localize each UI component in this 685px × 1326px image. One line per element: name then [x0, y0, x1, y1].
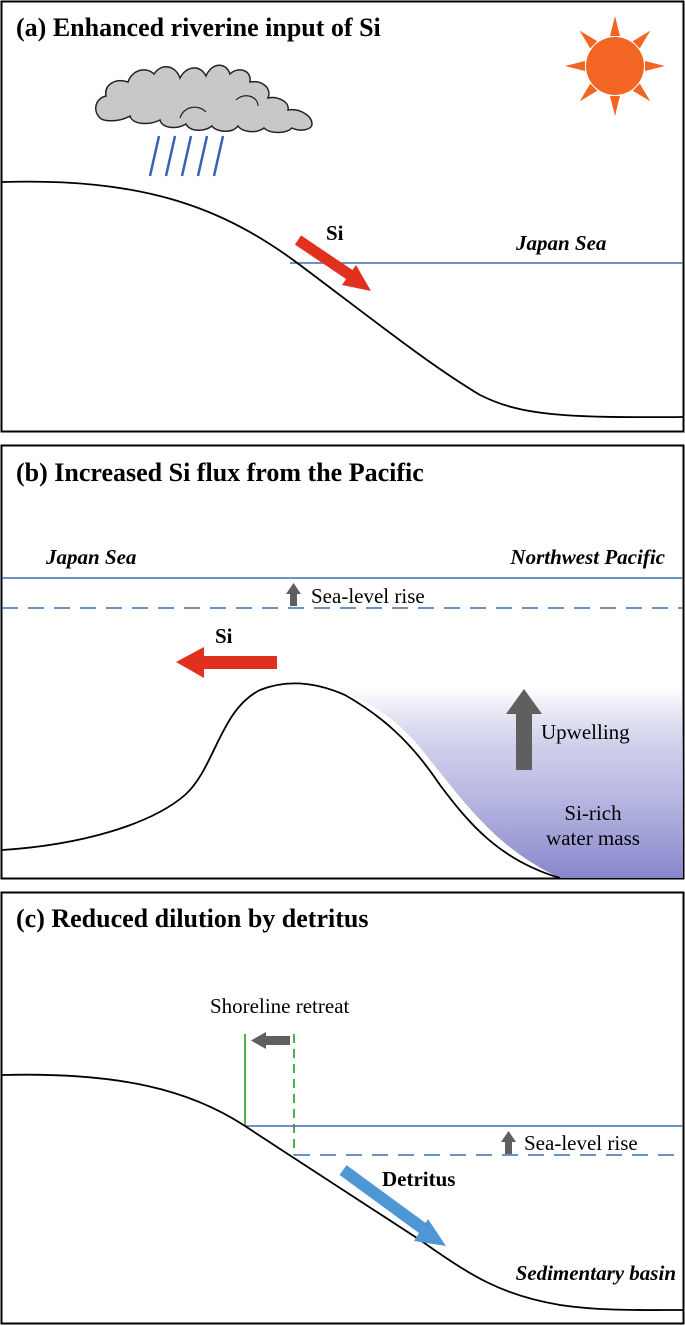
- panel-a: (a) Enhanced riverine input of Si: [0, 0, 685, 433]
- si-arrow-b: [176, 647, 277, 678]
- northwest-pacific-label: Northwest Pacific: [509, 545, 665, 569]
- si-rich-water-mass: [330, 688, 683, 878]
- panel-c: (c) Reduced dilution by detritus Shoreli…: [0, 891, 685, 1325]
- water-mass-label-line1: Si-rich: [564, 801, 622, 825]
- shoreline-retreat-label: Shoreline retreat: [210, 994, 350, 1018]
- sedimentary-basin-label: Sedimentary basin: [516, 1261, 676, 1285]
- land-profile-c: [1, 1073, 684, 1311]
- panel-a-frame: [0, 0, 685, 433]
- si-arrow: [294, 235, 371, 291]
- panel-c-frame: [0, 891, 685, 1325]
- ridge-profile: [1, 682, 561, 879]
- detritus-label: Detritus: [382, 1167, 455, 1191]
- rain-icon: [148, 135, 225, 177]
- upwelling-arrow: [506, 689, 542, 770]
- sea-level-rise-arrow-c: [501, 1131, 516, 1154]
- land-profile: [1, 180, 684, 419]
- si-label-b: Si: [215, 624, 233, 648]
- japan-sea-label: Japan Sea: [515, 231, 606, 255]
- panel-a-title: (a) Enhanced riverine input of Si: [16, 13, 381, 42]
- sun-icon: [565, 16, 665, 116]
- si-label: Si: [326, 221, 344, 245]
- detritus-arrow: [339, 1165, 446, 1246]
- shoreline-retreat-arrow: [251, 1032, 290, 1049]
- sea-level-rise-label-c: Sea-level rise: [524, 1131, 638, 1155]
- panel-c-title: (c) Reduced dilution by detritus: [16, 904, 368, 933]
- panel-b: (b) Increased Si flux from the Pacific J…: [0, 444, 685, 880]
- panel-b-title: (b) Increased Si flux from the Pacific: [16, 458, 424, 487]
- cloud-icon: [95, 64, 313, 134]
- japan-sea-label-b: Japan Sea: [45, 545, 136, 569]
- upwelling-label: Upwelling: [541, 720, 630, 744]
- water-mass-label-line2: water mass: [546, 826, 640, 850]
- sea-level-rise-arrow-b: [286, 583, 301, 606]
- sea-level-rise-label-b: Sea-level rise: [311, 584, 425, 608]
